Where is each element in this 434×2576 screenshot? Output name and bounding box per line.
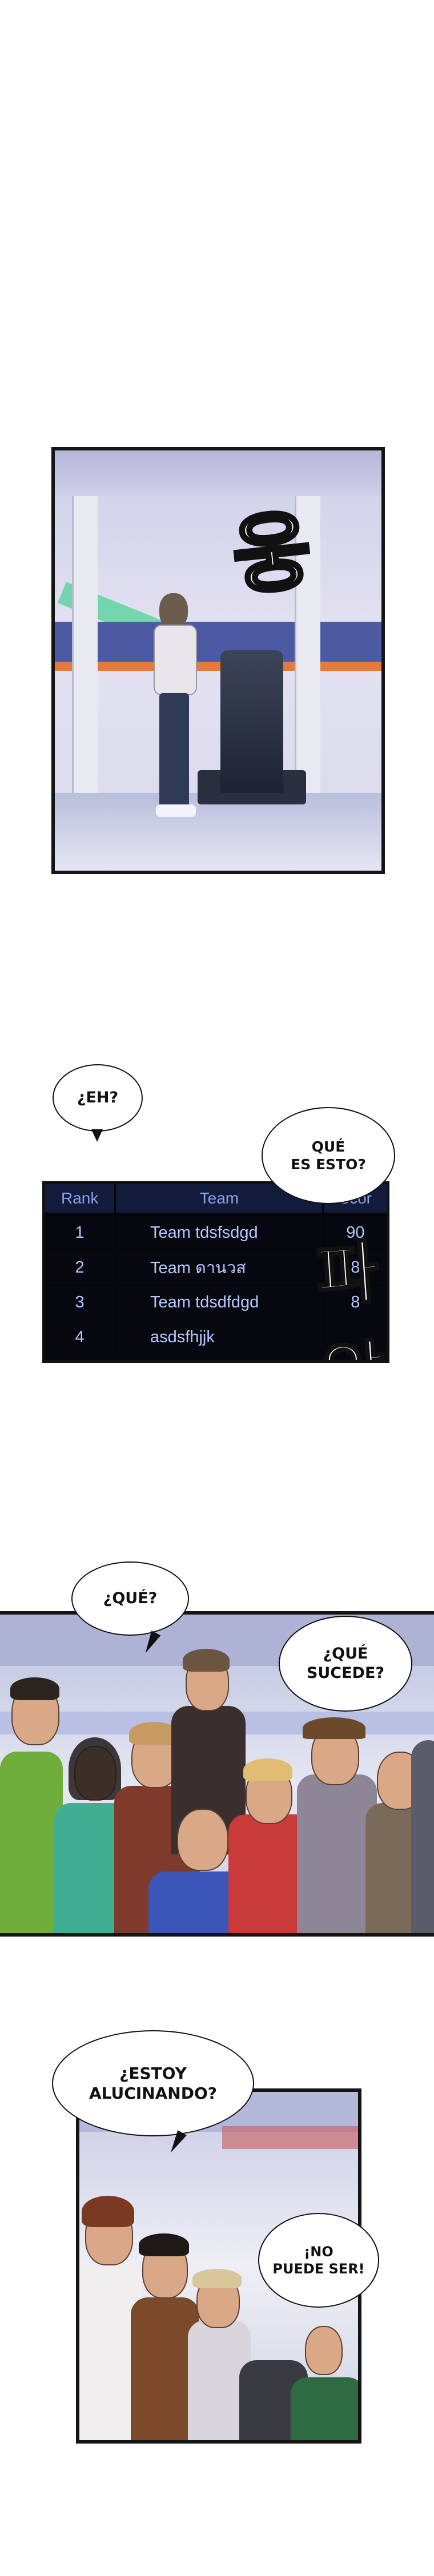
- ranking-table: Rank Team Scor 1 Team tdsfsdgd 90 2 Team…: [42, 1181, 389, 1363]
- sound-effect-text: 파악: [312, 1232, 387, 1360]
- sound-effect-text: 웅: [226, 500, 313, 609]
- mall-ground-floor: [55, 793, 381, 871]
- rank-cell: 3: [45, 1286, 116, 1319]
- speech-bubble-eh: ¿EH?: [53, 1064, 143, 1132]
- team-cell: asdsfhjjk: [116, 1321, 324, 1354]
- score-cell: 8: [351, 1258, 360, 1277]
- upper-floor-railing: [55, 622, 381, 662]
- table-row: 3 Team tdsdfdgd 8: [45, 1284, 387, 1319]
- speech-bubble-que-sucede: ¿QUÉ SUCEDE?: [279, 1616, 412, 1712]
- rank-cell: 1: [45, 1216, 116, 1249]
- mall-pillar: [295, 496, 320, 793]
- crowd-face: [305, 2326, 343, 2375]
- table-row: 2 Team ดานวส 8: [45, 1249, 387, 1284]
- rank-cell: 4: [45, 1321, 116, 1354]
- speech-bubble-no-puede-ser: ¡NO PUEDE SER!: [258, 2213, 379, 2308]
- team-cell: Team tdsfsdgd: [116, 1216, 324, 1249]
- score-cell: 8: [351, 1293, 360, 1311]
- speech-bubble-que-es-esto: QUÉ ES ESTO?: [262, 1107, 395, 1204]
- mall-ceiling: [55, 450, 381, 496]
- score-cell: 90: [346, 1223, 365, 1242]
- panel-crowd-reaction: [0, 1611, 434, 1937]
- upper-floor-trim: [55, 662, 381, 671]
- speech-bubble-que: ¿QUÉ?: [71, 1561, 189, 1636]
- mall-pillar: [72, 496, 98, 793]
- table-row: 1 Team tdsfsdgd 90: [45, 1214, 387, 1249]
- panel-mall-statue: 웅: [51, 447, 385, 874]
- team-cell: Team tdsdfdgd: [116, 1286, 324, 1319]
- crowd-member: [411, 1740, 434, 1933]
- table-row: 4 asdsfhjjk: [45, 1319, 387, 1354]
- robot-statue: [220, 650, 283, 793]
- team-cell: Team ดานวส: [116, 1251, 324, 1284]
- bubble-tail: [91, 1129, 103, 1142]
- crowd-member: [291, 2377, 358, 2440]
- header-rank: Rank: [45, 1184, 116, 1213]
- crowd-member: [0, 1752, 63, 1933]
- speech-bubble-estoy-alucinando: ¿ESTOY ALUCINANDO?: [52, 2030, 254, 2136]
- crowd-face: [177, 1809, 228, 1871]
- crowd-member: [297, 1774, 377, 1933]
- rank-cell: 2: [45, 1251, 116, 1284]
- standing-character: [149, 593, 198, 822]
